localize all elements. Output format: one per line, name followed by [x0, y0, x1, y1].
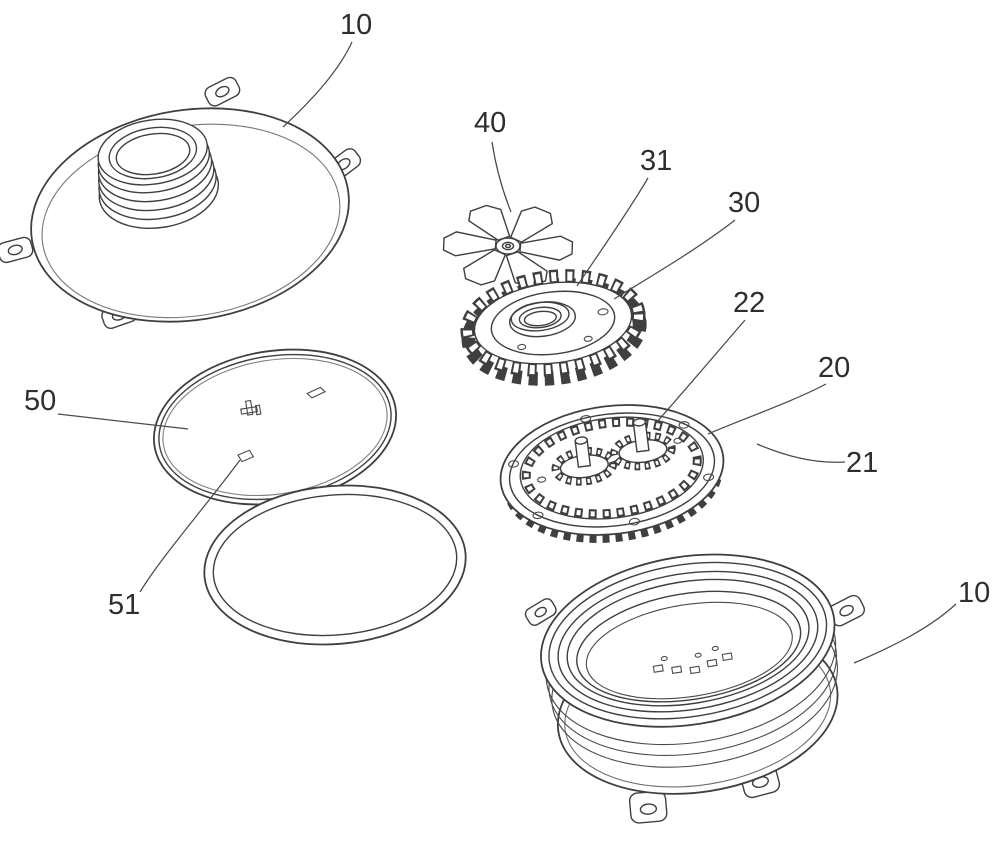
leader-10-bottom — [853, 603, 957, 664]
part-o-ring — [203, 484, 467, 646]
label-51: 51 — [108, 589, 140, 621]
label-10-top: 10 — [340, 9, 372, 41]
part-impeller — [441, 203, 576, 289]
leader-50 — [57, 413, 189, 430]
housing-top-threaded-port — [97, 118, 220, 230]
label-20: 20 — [818, 352, 850, 384]
housing-bottom-foot — [628, 790, 668, 824]
leader-40 — [491, 141, 512, 213]
gear-plate-bolt-holes — [508, 415, 715, 526]
leader-22 — [654, 319, 746, 425]
housing-top-ear — [204, 76, 241, 107]
label-40: 40 — [474, 107, 506, 139]
leader-51 — [139, 459, 241, 593]
part-diaphragm-disc — [153, 348, 397, 506]
label-10-bottom: 10 — [958, 577, 990, 609]
housing-top-ear — [0, 236, 34, 264]
leader-10-top — [282, 41, 353, 128]
part-gear-plate — [499, 404, 725, 543]
housing-bottom-ear — [524, 598, 557, 626]
impeller-hub — [496, 238, 520, 254]
leader-31 — [576, 177, 649, 287]
gear-shaft — [574, 436, 592, 468]
label-30: 30 — [728, 187, 760, 219]
leader-30 — [613, 219, 736, 300]
leader-21 — [756, 443, 846, 463]
gear-shaft — [632, 418, 650, 453]
label-31: 31 — [640, 145, 672, 177]
part-housing-bottom — [524, 553, 866, 824]
impeller-blades — [441, 203, 576, 289]
diaphragm-feature — [237, 386, 327, 463]
part-housing-top — [0, 76, 362, 329]
reference-labels: 10 40 31 30 22 20 21 50 51 10 — [24, 9, 990, 621]
leader-20 — [707, 383, 827, 435]
leader-lines — [57, 41, 957, 664]
part-sprocket-gear — [460, 269, 647, 386]
housing-bottom-floor-detail — [652, 645, 733, 675]
label-50: 50 — [24, 385, 56, 417]
label-22: 22 — [733, 287, 765, 319]
label-21: 21 — [846, 447, 878, 479]
